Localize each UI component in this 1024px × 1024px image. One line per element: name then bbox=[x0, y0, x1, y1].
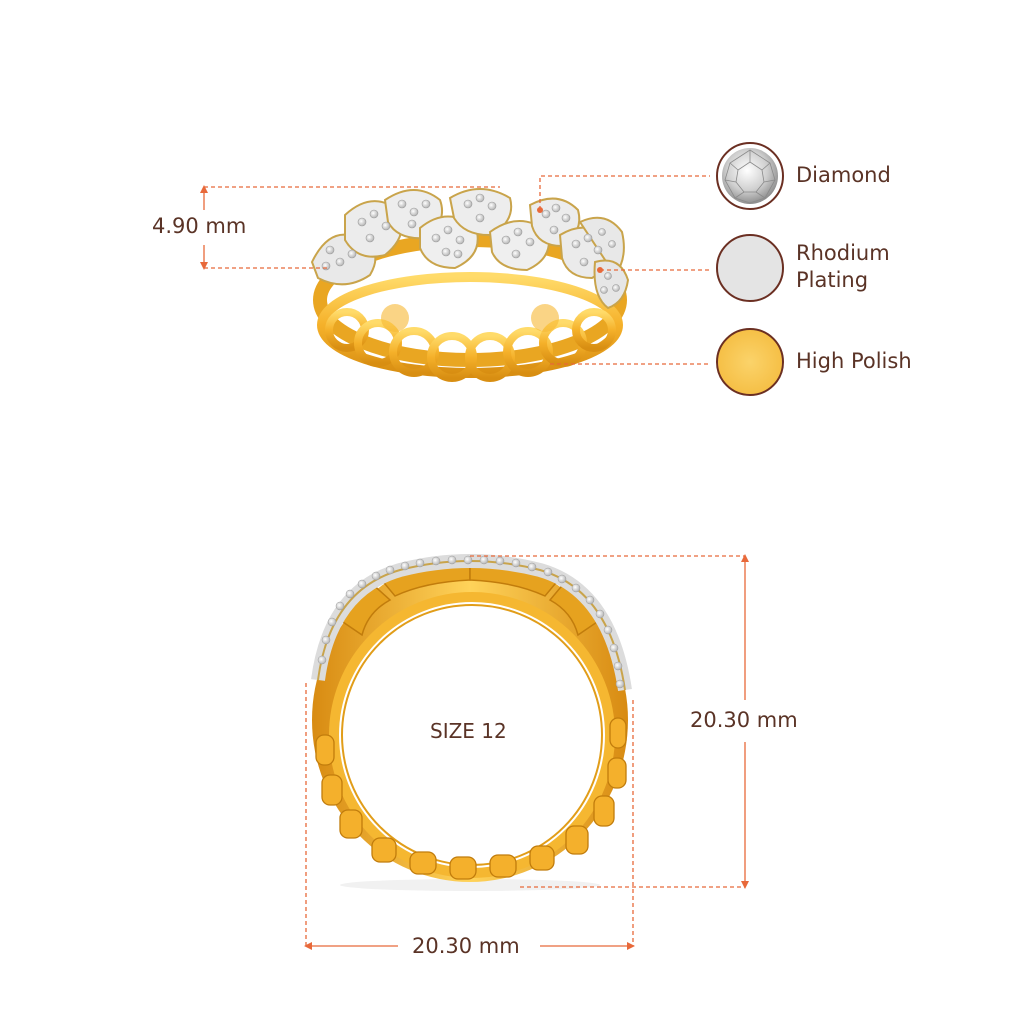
ring-height-dimension: 4.90 mm bbox=[152, 214, 247, 238]
dimension-lines-top bbox=[200, 175, 710, 365]
ring-size-label: SIZE 12 bbox=[430, 719, 507, 743]
outer-height-dimension: 20.30 mm bbox=[690, 708, 798, 732]
ring-front-view bbox=[311, 554, 632, 891]
dimension-lines-bottom bbox=[304, 554, 749, 950]
legend-label-rhodium: Rhodium Plating bbox=[796, 241, 890, 292]
diamond-clusters bbox=[310, 188, 630, 310]
legend-label-diamond: Diamond bbox=[796, 163, 891, 187]
legend-label-high-polish: High Polish bbox=[796, 349, 912, 373]
legend-swatches bbox=[716, 142, 784, 396]
diamond-swatch-icon bbox=[716, 142, 784, 210]
gold-wave-band bbox=[317, 272, 623, 382]
outer-width-dimension: 20.30 mm bbox=[412, 934, 520, 958]
ring-side-view bbox=[310, 188, 630, 382]
rhodium-swatch-icon bbox=[716, 234, 784, 302]
gold-swatch-icon bbox=[716, 328, 784, 396]
